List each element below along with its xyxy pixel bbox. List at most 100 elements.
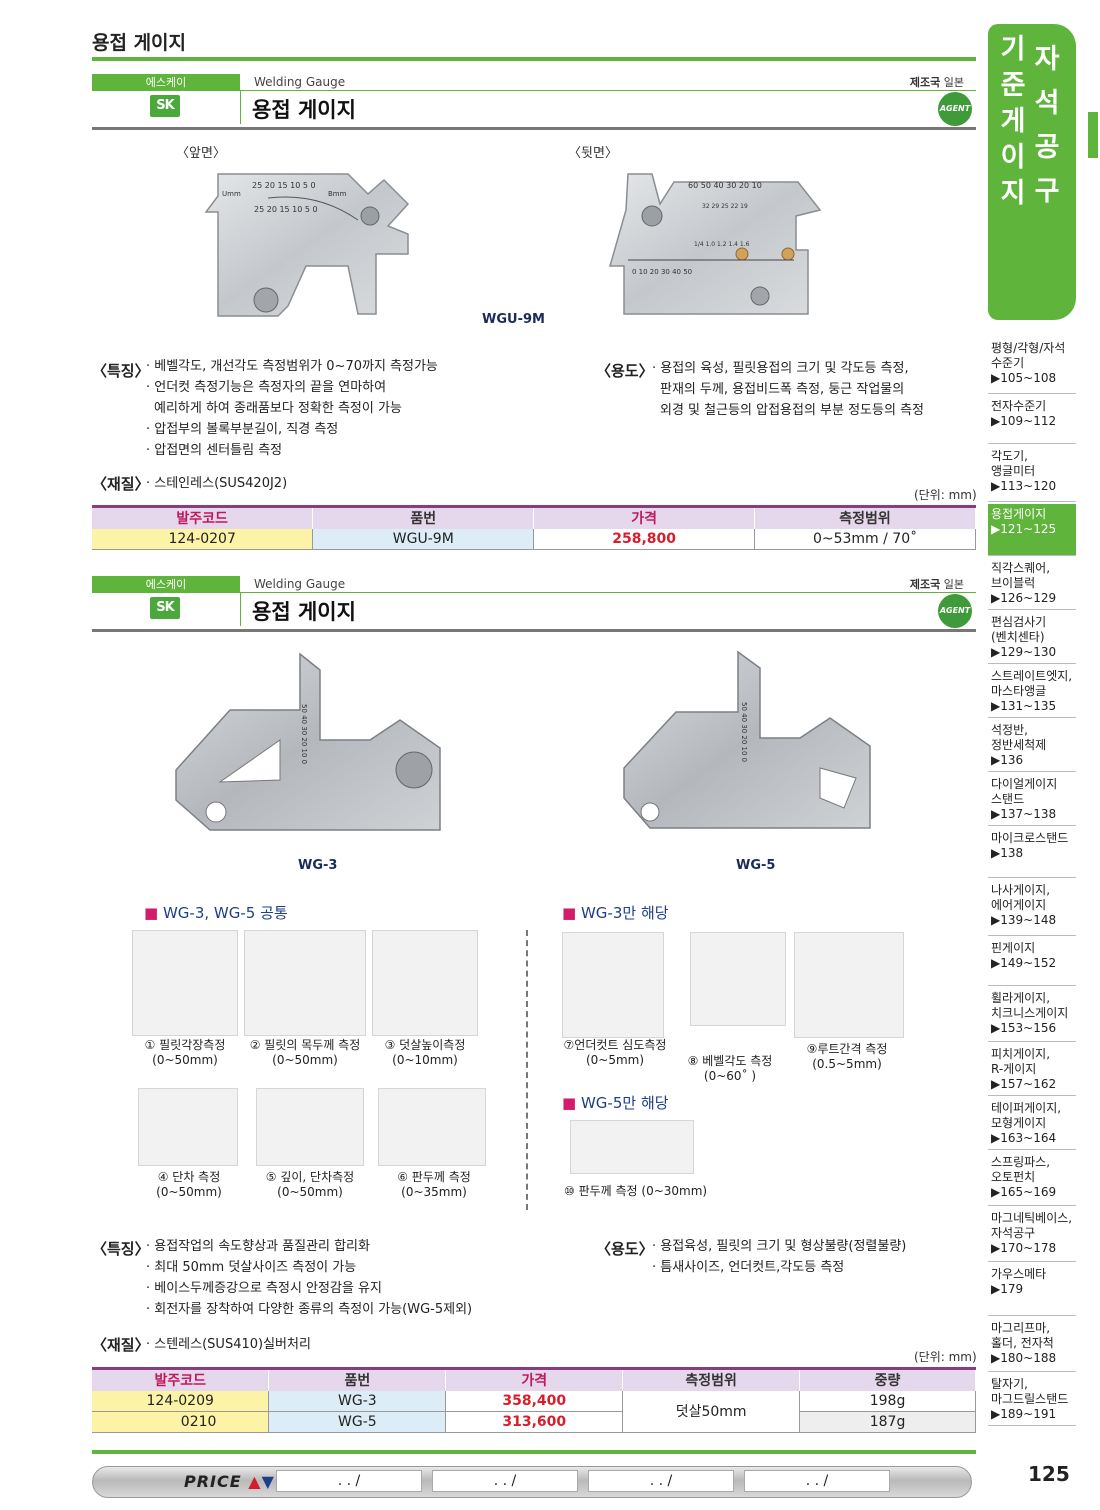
wg3-model-caption: WG-3 [298,858,338,873]
sidebar-item[interactable]: 마그네틱베이스,자석공구▶170~178 [988,1208,1076,1262]
svg-text:1/4 1.0 1.2 1.4 1.6: 1/4 1.0 1.2 1.4 1.6 [694,241,750,248]
sidebar-item[interactable]: 가우스메타▶179 [988,1264,1076,1316]
sidebar-item-label: (벤치센타) [991,630,1045,644]
diagram-step [138,1088,238,1166]
back-view-label: 〈뒷면〉 [568,146,618,161]
product1-header: 에스케이 Welding Gauge 제조국 일본 SK 용접 게이지 AGEN… [92,74,976,130]
sidebar-item-label: 치크니스게이지 [991,1006,1069,1020]
country: 제조국 일본 [909,578,964,591]
sidebar-item-label: 테이퍼게이지, [991,1101,1062,1115]
sidebar-item-label: 다이얼게이지 [991,777,1058,791]
spec-table-2: 발주코드 품번 가격 측정범위 중량 124-0209 WG-3 358,400… [92,1367,976,1433]
diagram-caption: ① 필릿각장측정(0~50mm) [144,1038,226,1067]
diagram-caption: ② 필릿의 목두께 측정(0~50mm) [249,1038,361,1067]
sidebar-item[interactable]: 용접게이지▶121~125 [988,504,1076,556]
sidebar-item-label: 편심검사기 [991,615,1047,629]
material-label: 〈재질〉 [92,1336,150,1354]
features-list: · 용접작업의 속도향상과 품질관리 합리화 · 최대 50mm 덧살사이즈 측… [146,1239,473,1317]
sidebar-item[interactable]: 나사게이지,에어게이지▶139~148 [988,880,1076,936]
diagram-caption: ⑤ 깊이, 단차측정(0~50mm) [265,1170,355,1199]
sidebar-item-label: ▶138 [991,846,1024,860]
sidebar-item-label: ▶121~125 [991,522,1057,536]
diagram-fillet-throat [244,930,366,1036]
sidebar-item-label: 브이블럭 [991,576,1036,590]
sidebar-item-label: 홀더, 전자척 [991,1336,1054,1350]
sidebar-item[interactable]: 휠라게이지,치크니스게이지▶153~156 [988,988,1076,1042]
wg3-image: 50 40 30 20 10 0 [175,652,441,831]
sidebar-item-label: 가우스메타 [991,1267,1047,1281]
usage-label: 〈용도〉 [596,362,654,380]
sk-logo: SK [150,597,180,619]
price-slot-4[interactable]: . . / [744,1470,890,1492]
sidebar-item[interactable]: 마이크로스탠드▶138 [988,828,1076,878]
product-title: 용접 게이지 [252,600,356,624]
sidebar-item-label: 에어게이지 [991,898,1047,912]
sidebar-item[interactable]: 각도기,앵글미터▶113~120 [988,446,1076,502]
diagram-caption: ⑨루트간격 측정(0.5~5mm) [806,1042,888,1071]
wg5-section-head: ■ WG-5만 해당 [562,1094,669,1112]
spec-table-1: 발주코드 품번 가격 측정범위 124-0207 WGU-9M 258,800 … [92,505,976,550]
sidebar-item[interactable]: 직각스퀘어,브이블럭▶126~129 [988,558,1076,610]
product2-header: 에스케이 Welding Gauge 제조국 일본 SK 용접 게이지 AGEN… [92,576,976,632]
sidebar-item-label: 나사게이지, [991,883,1051,897]
sidebar-item[interactable]: 편심검사기(벤치센타)▶129~130 [988,612,1076,664]
sidebar-item-label: 탈자기, [991,1377,1028,1391]
diagram-caption: ④ 단차 측정(0~50mm) [156,1170,222,1199]
sidebar-item[interactable]: 석정반,정반세척제▶136 [988,720,1076,772]
diagram-plate-thickness-wg5 [570,1120,694,1174]
table-row: 124-0209 WG-3 358,400 덧살50mm 198g [92,1390,976,1433]
sidebar-item[interactable]: 핀게이지▶149~152 [988,938,1076,986]
diagram-plate-thickness [378,1088,486,1166]
svg-text:50 40 30 20 10 0: 50 40 30 20 10 0 [300,704,308,764]
price-label: PRICE ▲▼ [184,1472,275,1491]
wgu-model-caption: WGU-9M [482,312,545,327]
diagram-caption: ⑧ 베벨각도 측정(0~60˚ ) [687,1054,773,1083]
diagram-fillet-leg [132,930,238,1036]
sidebar-item-label: 앵글미터 [991,464,1036,478]
svg-text:50 40 30 20 10 0: 50 40 30 20 10 0 [740,702,748,762]
sidebar-item-label: ▶139~148 [991,913,1057,927]
sidebar-item[interactable]: 탈자기,마그드릴스탠드▶189~191 [988,1374,1076,1426]
price-slot-2[interactable]: . . / [432,1470,578,1492]
sidebar-item-label: 모형게이지 [991,1116,1047,1130]
sidebar-item[interactable]: 스프링파스,오토펀치▶165~169 [988,1152,1076,1206]
sidebar-item-label: 자석공구 [991,1226,1036,1240]
svg-text:32 29 25 22 19: 32 29 25 22 19 [702,203,748,210]
country: 제조국 일본 [909,76,964,89]
agent-badge-icon: AGENT [938,92,972,126]
sidebar-item-label: 마이크로스탠드 [991,831,1069,845]
wgu-front-image: 25 20 15 10 5 0 25 20 15 10 5 0 Umm Bmm [204,173,410,317]
sidebar-item[interactable]: 스트레이트엣지,마스타앵글▶131~135 [988,666,1076,718]
material-text: · 스텐레스(SUS410)실버처리 [146,1337,311,1352]
diagram-caption: ⑦언더컷트 심도측정(0~5mm) [563,1038,667,1067]
table-row: 0210 WG-5 313,600 187g [92,1411,976,1433]
common-section-head: ■ WG-3, WG-5 공통 [144,904,288,922]
sidebar-item[interactable]: 전자수준기▶109~112 [988,396,1076,444]
price-slot-3[interactable]: . . / [588,1470,734,1492]
sidebar-item[interactable]: 마그리프마,홀더, 전자척▶180~188 [988,1318,1076,1372]
price-slot-1[interactable]: . . / [276,1470,422,1492]
sidebar-item[interactable]: 테이퍼게이지,모형게이지▶163~164 [988,1098,1076,1150]
material-text: · 스테인레스(SUS420J2) [146,476,288,491]
diagram-depth [256,1088,364,1166]
diagram-root-gap [794,932,904,1038]
sidebar-item[interactable]: 피치게이지,R-게이지▶157~162 [988,1044,1076,1096]
diagram-caption: ⑥ 판두께 측정(0~35mm) [397,1170,471,1199]
sidebar-item-label: 피치게이지, [991,1047,1051,1061]
page-title: 용접 게이지 [92,32,187,54]
sidebar-item-label: 핀게이지 [991,941,1036,955]
brand-label: 에스케이 [92,576,240,593]
features-label: 〈특징〉 [92,1240,150,1258]
sidebar-item-label: ▶157~162 [991,1077,1057,1091]
material-label: 〈재질〉 [92,475,150,493]
sidebar-item-label: 휠라게이지, [991,991,1051,1005]
sidebar-item-label: 마그드릴스탠드 [991,1392,1069,1406]
sidebar-item-label: 정반세척제 [991,738,1047,752]
sk-logo: SK [150,95,180,117]
table-row: 124-0207 WGU-9M 258,800 0~53mm / 70˚ [92,528,976,550]
sidebar-item-label: ▶137~138 [991,807,1057,821]
